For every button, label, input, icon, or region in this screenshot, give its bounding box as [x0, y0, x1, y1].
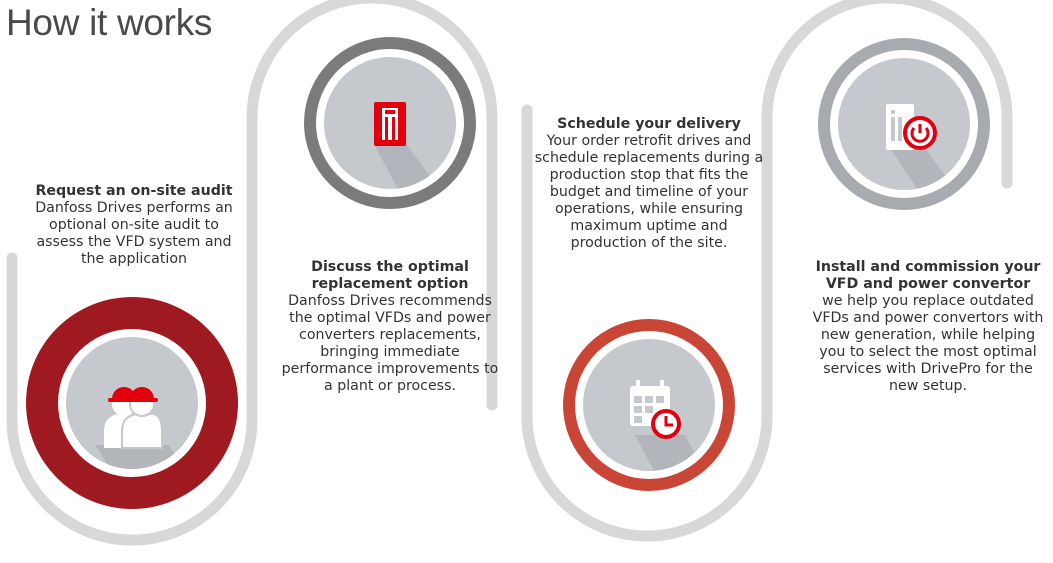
drive-power-icon [886, 104, 937, 150]
calendar-clock-icon [630, 380, 681, 439]
step-1-badge [26, 297, 238, 509]
step-3-title: Schedule your delivery [557, 116, 741, 132]
step-4-description: we help you replace outdated VFDs and po… [812, 293, 1044, 394]
step-2-description: Danfoss Drives recommends the optimal VF… [281, 293, 499, 394]
track-path [6, 0, 1013, 546]
step-3-text: Schedule your delivery Your order retrof… [534, 116, 764, 252]
step-2-badge [304, 37, 476, 209]
step-4-text: Install and commission your VFD and powe… [812, 259, 1044, 395]
step-1-title: Request an on-site audit [35, 183, 233, 199]
step-4-badge [818, 38, 990, 210]
step-2-text: Discuss the optimal replacement option D… [280, 259, 500, 395]
step-3-badge [563, 319, 735, 491]
drive-cabinet-icon [374, 102, 406, 146]
workers-hardhat-icon [104, 387, 163, 449]
step-1-text: Request an on-site audit Danfoss Drives … [24, 183, 244, 268]
step-2-title: Discuss the optimal replacement option [311, 259, 469, 292]
step-3-description: Your order retrofit drives and schedule … [534, 133, 764, 251]
page-title: How it works [6, 2, 213, 43]
step-1-description: Danfoss Drives performs an optional on-s… [35, 200, 233, 267]
step-4-title: Install and commission your VFD and powe… [815, 259, 1041, 292]
